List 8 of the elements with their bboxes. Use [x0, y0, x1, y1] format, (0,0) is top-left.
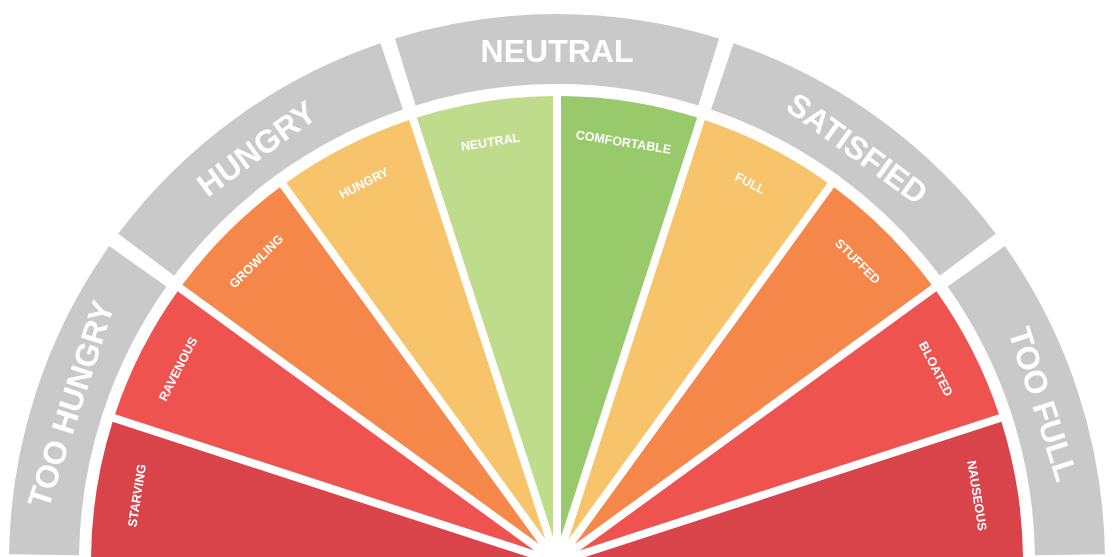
scale-segment [115, 291, 535, 551]
segment-label: NAUSEOUS [964, 459, 990, 532]
scale-segment [561, 96, 698, 537]
scale-segment [579, 291, 999, 551]
scale-segment [416, 96, 553, 537]
category-band [394, 15, 720, 106]
segment-label: STARVING [125, 463, 150, 528]
segment-label: NEUTRAL [459, 130, 522, 154]
